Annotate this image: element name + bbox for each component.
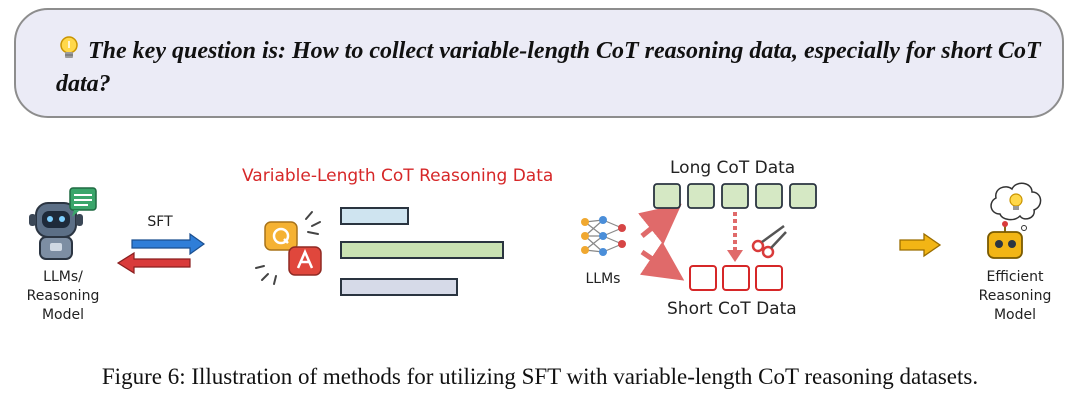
right-model-label: Efficient Reasoning Model xyxy=(978,269,1052,323)
long-cot-box xyxy=(653,183,681,209)
left-model-label: LLMs/ Reasoning Model xyxy=(26,269,100,323)
short-cot-box xyxy=(755,265,783,291)
chat-bubble-icon xyxy=(69,187,97,217)
sft-backward-arrow xyxy=(116,251,191,275)
scissors-icon xyxy=(751,224,787,259)
short-cot-label: Short CoT Data xyxy=(667,299,797,319)
compression-arrow xyxy=(727,212,743,262)
long-cot-box xyxy=(755,183,783,209)
robot-icon xyxy=(29,202,83,260)
long-cot-box xyxy=(721,183,749,209)
long-cot-boxes xyxy=(653,183,817,209)
variable-length-title: Variable-Length CoT Reasoning Data xyxy=(242,166,554,186)
arrow-to-long-cot xyxy=(638,203,682,245)
short-cot-box xyxy=(689,265,717,291)
key-question-label: The key question is: How to collect vari… xyxy=(56,38,1041,97)
key-question-box: The key question is: How to collect vari… xyxy=(14,8,1064,118)
lightbulb-icon xyxy=(1009,193,1023,210)
short-cot-boxes xyxy=(689,265,783,291)
qa-bubbles-icon xyxy=(255,211,322,285)
short-cot-box xyxy=(722,265,750,291)
arrow-to-short-cot xyxy=(639,241,685,281)
variable-length-bar-short xyxy=(340,207,409,225)
long-cot-box xyxy=(687,183,715,209)
neural-network-icon xyxy=(581,216,626,256)
result-arrow xyxy=(899,232,942,258)
long-cot-box xyxy=(789,183,817,209)
lightbulb-icon xyxy=(56,34,82,62)
sft-forward-arrow xyxy=(131,232,206,256)
sft-label: SFT xyxy=(147,214,173,230)
figure-caption: Figure 6: Illustration of methods for ut… xyxy=(101,364,979,389)
long-cot-label: Long CoT Data xyxy=(670,158,796,178)
variable-length-bar-medium xyxy=(340,278,458,296)
key-question-text: The key question is: How to collect vari… xyxy=(56,34,1046,101)
variable-length-bar-long xyxy=(340,241,504,259)
llms-label: LLMs xyxy=(585,271,621,287)
